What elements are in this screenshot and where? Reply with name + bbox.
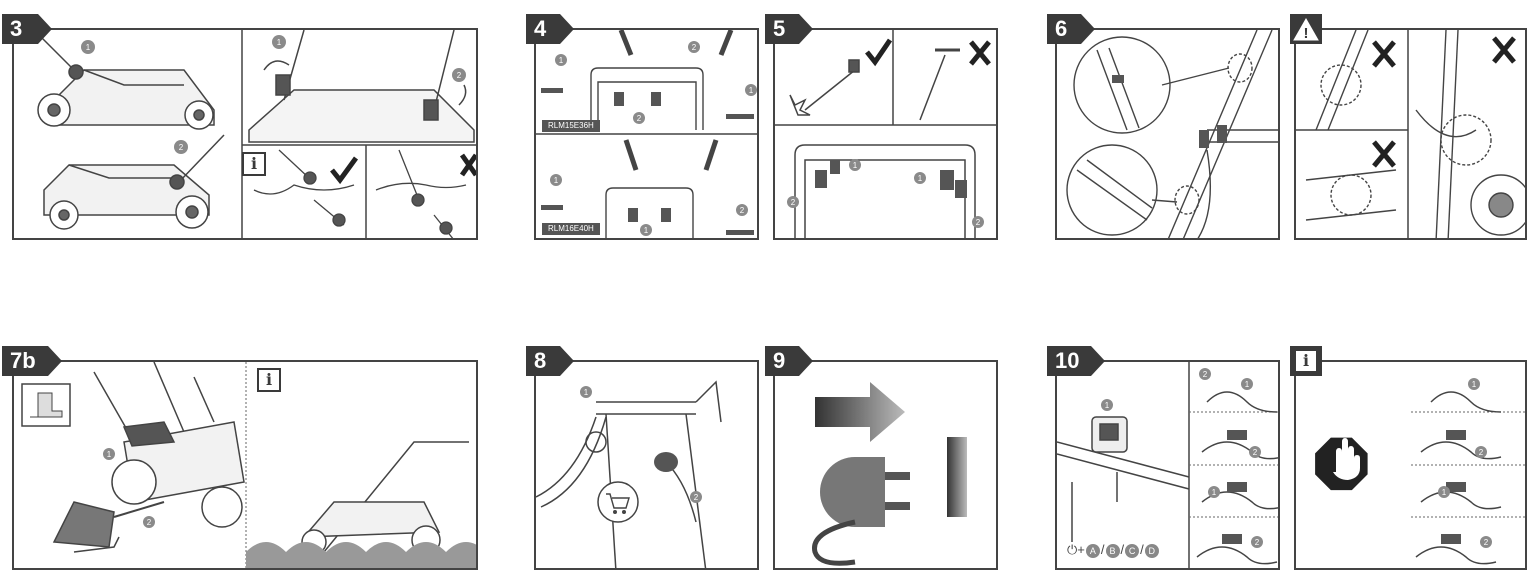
callout-number: 2 — [1253, 448, 1258, 457]
callout-number: 2 — [694, 493, 699, 502]
callout-number: 2 — [692, 43, 697, 52]
callout-number: 2 — [179, 143, 184, 152]
callout-number: 1 — [277, 38, 282, 47]
model-label-top: RLM15E36H — [542, 120, 600, 132]
callout-number: 2 — [147, 518, 152, 527]
callout-number: 1 — [1245, 380, 1250, 389]
step-6-illustration — [1066, 30, 1278, 238]
warning-tab: ! — [1290, 14, 1322, 44]
legend-plus: + — [1077, 542, 1085, 557]
callout-number: 1 — [86, 43, 91, 52]
info-panel: 1 2 1 2 — [1294, 360, 1527, 570]
power-legend: ⏻+A/B/C/D — [1067, 542, 1160, 558]
callout-number: 1 — [644, 226, 649, 235]
step-10-label: 10 — [1047, 346, 1105, 376]
model-label-bottom: RLM16E40H — [542, 223, 600, 235]
power-icon: ⏻ — [1067, 542, 1078, 557]
key-d: D — [1144, 543, 1159, 558]
legend-separator: / — [1140, 542, 1144, 557]
callout-number: 1 — [584, 388, 589, 397]
plug-icon — [812, 457, 910, 566]
step-9-illustration — [812, 382, 967, 566]
key-a: A — [1085, 543, 1100, 558]
info-icon: i — [259, 370, 279, 390]
stop-hand-icon — [1315, 437, 1368, 491]
callout-number: 2 — [976, 218, 981, 227]
step-3-panel: 1 2 1 2 i — [12, 28, 478, 240]
callout-number: 1 — [1442, 488, 1447, 497]
callout-number: 1 — [107, 450, 112, 459]
callout-number: 1 — [853, 161, 858, 170]
callout-number: 1 — [559, 56, 564, 65]
step-4-illustration: 1 2 1 2 1 2 1 — [536, 30, 757, 238]
cross-icon — [1372, 140, 1396, 168]
callout-number: 1 — [1212, 488, 1217, 497]
callout-number: 2 — [637, 114, 642, 123]
info-tab: i — [257, 368, 281, 392]
callout-number: 2 — [1255, 538, 1260, 547]
info-tab: i — [242, 152, 266, 176]
callout-number: 2 — [1203, 370, 1208, 379]
legend-separator: / — [1120, 542, 1125, 557]
callout-number: 2 — [457, 71, 462, 80]
cross-icon — [1492, 36, 1516, 64]
key-b: B — [1105, 543, 1120, 558]
check-icon — [330, 156, 359, 185]
step-7b-label: 7b — [2, 346, 62, 376]
step-3-illustration: 1 2 1 2 — [37, 30, 476, 238]
info-tab: i — [1290, 346, 1322, 376]
check-icon — [865, 38, 893, 67]
warning-illustration — [1296, 30, 1525, 238]
step-7b-illustration: 12 — [21, 362, 476, 568]
cross-icon — [969, 40, 991, 66]
legend-separator: / — [1100, 542, 1105, 557]
shopping-cart-icon — [597, 481, 639, 523]
callout-number: 1 — [1105, 401, 1110, 410]
warning-panel — [1294, 28, 1527, 240]
step-6-panel — [1055, 28, 1280, 240]
key-c: C — [1125, 543, 1140, 558]
info-icon: i — [1296, 351, 1316, 371]
step-8-illustration: 12 — [536, 380, 722, 568]
arrow-right-icon — [815, 382, 905, 442]
callout-number: 2 — [791, 198, 796, 207]
callout-number: 2 — [1484, 538, 1489, 547]
svg-text:!: ! — [1304, 25, 1309, 42]
callout-number: 1 — [554, 176, 559, 185]
warning-icon: ! — [1293, 17, 1319, 42]
info-illustration: 1 2 1 2 — [1315, 378, 1525, 565]
callout-number: 1 — [1472, 380, 1477, 389]
step-10-illustration: 1 2 1 2 1 2 — [1057, 362, 1278, 568]
cross-icon — [1372, 40, 1396, 68]
callout-number: 1 — [749, 86, 754, 95]
step-4-panel: 1 2 1 2 1 2 1 RLM15E36H RLM16E40H — [534, 28, 759, 240]
mower-icon — [37, 34, 215, 130]
info-icon: i — [244, 154, 264, 174]
step-9-panel — [773, 360, 998, 570]
step-5-illustration: 1 2 1 2 — [775, 30, 996, 238]
callout-number: 1 — [918, 174, 923, 183]
callout-number: 2 — [1479, 448, 1484, 457]
cross-icon — [459, 153, 476, 177]
step-5-panel: 1 2 1 2 — [773, 28, 998, 240]
callout-number: 2 — [740, 206, 745, 215]
